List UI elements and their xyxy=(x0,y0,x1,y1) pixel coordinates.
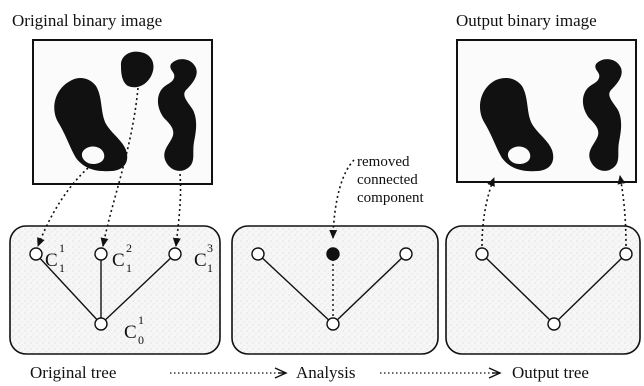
tree-to-image-arrows xyxy=(481,175,627,247)
svg-text:1: 1 xyxy=(59,241,65,255)
original-tree-panel xyxy=(9,225,221,355)
output-image-label: Output binary image xyxy=(456,11,597,30)
svg-text:2: 2 xyxy=(126,241,132,255)
svg-text:connected: connected xyxy=(357,172,418,188)
svg-text:0: 0 xyxy=(138,333,144,347)
svg-text:1: 1 xyxy=(126,261,132,275)
svg-text:1: 1 xyxy=(207,261,213,275)
svg-text:C: C xyxy=(112,250,125,271)
output-node-root xyxy=(547,317,561,331)
svg-text:C: C xyxy=(124,322,137,343)
svg-text:C: C xyxy=(45,250,58,271)
svg-text:1: 1 xyxy=(138,313,144,327)
analysis-label: Analysis xyxy=(296,363,356,382)
output-tree xyxy=(475,247,633,331)
svg-text:component: component xyxy=(357,190,424,206)
label-c12: C 2 1 xyxy=(112,241,132,275)
original-binary-image xyxy=(32,39,213,185)
node-c12 xyxy=(94,247,108,261)
output-node-right xyxy=(619,247,633,261)
removed-node xyxy=(326,247,340,261)
output-blob-left xyxy=(480,78,554,172)
svg-text:3: 3 xyxy=(207,241,213,255)
blob-right xyxy=(157,59,197,171)
output-blob-right xyxy=(582,59,622,171)
svg-text:1: 1 xyxy=(59,261,65,275)
label-c13: C 3 1 xyxy=(194,241,213,275)
blob-middle xyxy=(120,51,154,88)
image-to-tree-arrows xyxy=(37,87,182,247)
node-c01 xyxy=(94,317,108,331)
label-c01: C 1 0 xyxy=(124,313,144,347)
output-binary-image xyxy=(456,39,637,183)
original-image-label: Original binary image xyxy=(12,11,162,30)
svg-text:C: C xyxy=(194,250,207,271)
analysis-node-right xyxy=(399,247,413,261)
output-tree-label: Output tree xyxy=(512,363,589,382)
removed-component-annotation: removed connected component xyxy=(329,154,424,239)
output-node-left xyxy=(475,247,489,261)
node-c13 xyxy=(168,247,182,261)
blob-left xyxy=(54,78,128,172)
analysis-node-left xyxy=(251,247,265,261)
node-c11 xyxy=(29,247,43,261)
original-tree-label: Original tree xyxy=(30,363,116,382)
label-c11: C 1 1 xyxy=(45,241,65,275)
original-tree: C 1 1 C 2 1 C 3 1 C 1 0 xyxy=(29,241,213,347)
svg-text:removed: removed xyxy=(357,154,410,170)
output-tree-panel xyxy=(445,225,641,355)
analysis-panel xyxy=(231,225,439,355)
analysis-tree xyxy=(251,247,413,331)
analysis-node-root xyxy=(326,317,340,331)
